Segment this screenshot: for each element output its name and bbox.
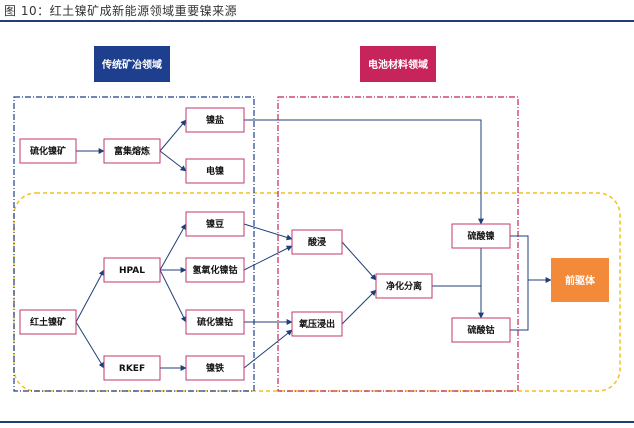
traditional-region-frame xyxy=(13,96,255,392)
node-laterite: 红土镍矿 xyxy=(19,309,77,335)
battery-region-frame xyxy=(277,96,519,392)
svg-text:硫酸钴: 硫酸钴 xyxy=(467,324,494,336)
node-nickel-salt: 镍盐 xyxy=(185,107,245,133)
svg-text:红土镍矿: 红土镍矿 xyxy=(30,316,66,328)
svg-text:硫酸镍: 硫酸镍 xyxy=(467,230,494,242)
node-electro-nickel: 电镍 xyxy=(185,158,245,184)
svg-text:电镍: 电镍 xyxy=(206,165,224,177)
connectors xyxy=(75,119,552,371)
svg-text:镍盐: 镍盐 xyxy=(206,114,224,126)
node-msp: 硫化镍钴 xyxy=(185,309,245,335)
node-mhp: 氢氧化镍钴 xyxy=(185,257,245,283)
node-nickel-bean: 镍豆 xyxy=(185,211,245,237)
node-sulfide-ore: 硫化镍矿 xyxy=(19,138,77,164)
svg-text:净化分离: 净化分离 xyxy=(386,280,422,292)
svg-text:氢氧化镍钴: 氢氧化镍钴 xyxy=(192,264,237,276)
traditional-header: 传统矿冶领域 xyxy=(94,46,170,82)
top-rule xyxy=(0,20,634,22)
svg-text:镍豆: 镍豆 xyxy=(206,218,224,230)
bottom-rule xyxy=(0,421,634,423)
node-smelting: 富集熔炼 xyxy=(103,138,161,164)
svg-text:酸浸: 酸浸 xyxy=(308,236,326,248)
node-nickel-sulfate: 硫酸镍 xyxy=(451,223,511,249)
svg-text:前驱体: 前驱体 xyxy=(565,274,596,287)
figure-caption: 图 10：红土镍矿成新能源领域重要镍来源 xyxy=(4,4,238,18)
node-precursor: 前驱体 xyxy=(551,258,609,302)
svg-text:RKEF: RKEF xyxy=(119,364,145,374)
battery-header: 电池材料领域 xyxy=(360,46,436,82)
node-hpal: HPAL xyxy=(103,257,161,283)
node-pressure-leach: 氧压浸出 xyxy=(291,311,343,337)
svg-text:HPAL: HPAL xyxy=(119,266,145,276)
node-nickel-iron: 镍铁 xyxy=(185,355,245,381)
node-purification: 净化分离 xyxy=(375,273,433,299)
svg-text:硫化镍矿: 硫化镍矿 xyxy=(30,145,66,157)
node-rkef: RKEF xyxy=(103,355,161,381)
svg-text:硫化镍钴: 硫化镍钴 xyxy=(197,316,233,328)
node-acid-leach: 酸浸 xyxy=(291,229,343,255)
svg-text:镍铁: 镍铁 xyxy=(206,362,224,374)
svg-text:富集熔炼: 富集熔炼 xyxy=(114,145,150,157)
svg-text:电池材料领域: 电池材料领域 xyxy=(368,58,428,71)
svg-text:传统矿冶领域: 传统矿冶领域 xyxy=(101,58,162,71)
svg-text:氧压浸出: 氧压浸出 xyxy=(298,318,335,330)
node-cobalt-sulfate: 硫酸钴 xyxy=(451,317,511,343)
